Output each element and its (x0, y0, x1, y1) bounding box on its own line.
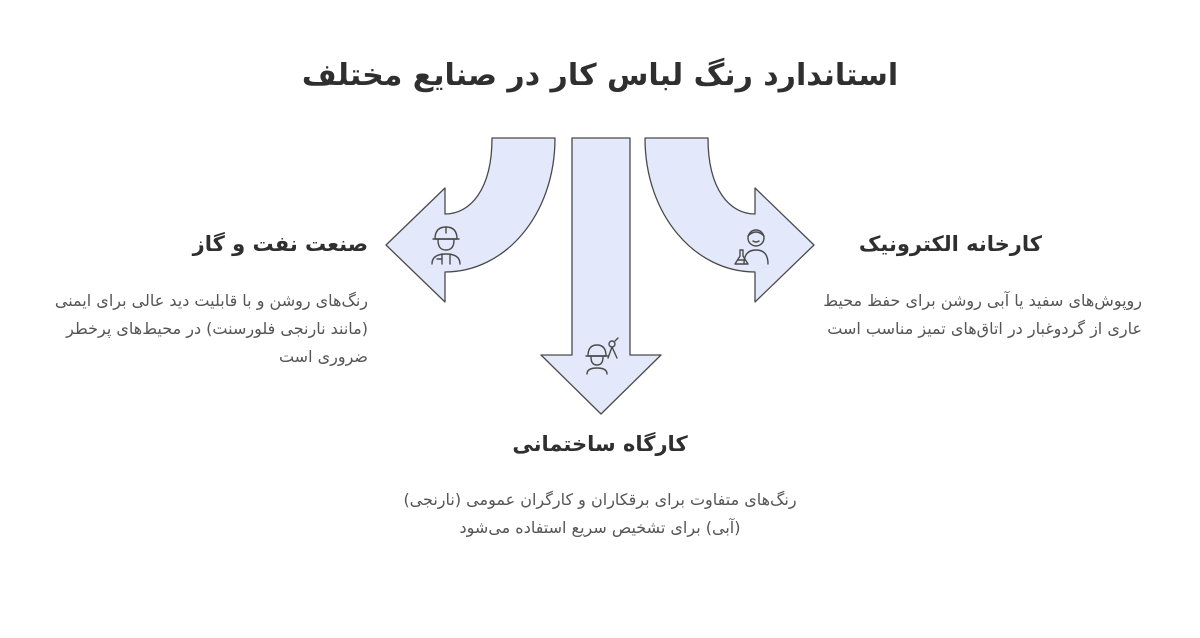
construction-site-description: رنگ‌های متفاوت برای برقکاران و کارگران ع… (403, 490, 797, 537)
electronics-factory-description: روپوش‌های سفید یا آبی روشن برای حفظ محیط… (823, 291, 1142, 338)
oil-gas-heading: صنعت نفت و گاز (192, 232, 368, 256)
page-title: استاندارد رنگ لباس کار در صنایع مختلف (301, 58, 899, 93)
construction-site-heading: کارگاه ساختمانی (512, 432, 688, 456)
middle-arrow (540, 137, 662, 415)
right-arrow (644, 137, 815, 303)
left-arrow (385, 137, 556, 303)
construction-surveyor-icon (585, 337, 619, 375)
hard-hat-worker-icon (431, 226, 461, 265)
lab-technician-icon (734, 229, 769, 265)
oil-gas-description: رنگ‌های روشن و با قابلیت دید عالی برای ا… (54, 291, 368, 366)
electronics-factory-heading: کارخانه الکترونیک (858, 232, 1042, 256)
